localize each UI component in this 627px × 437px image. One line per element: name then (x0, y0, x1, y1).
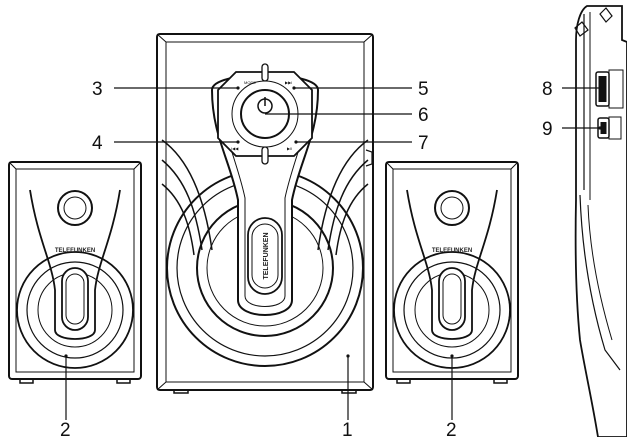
callout-3: 3 (92, 79, 103, 100)
subwoofer: TELEFUNKEN MODE ▶▶I I◀◀ ▶II (156, 33, 374, 394)
play-label: ▶II (287, 146, 292, 151)
satellite-right-brand: TELEFUNKEN (432, 248, 472, 254)
next-label: ▶▶I (285, 80, 292, 85)
prev-label: I◀◀ (231, 146, 239, 151)
subwoofer-brand-plate (247, 217, 283, 295)
callout-9: 9 (542, 119, 553, 140)
callout-4: 4 (92, 133, 103, 154)
subwoofer-brand-label: TELEFUNKEN (263, 232, 270, 279)
satellite-right-tweeter (434, 190, 470, 226)
callout-dots (64, 86, 602, 358)
callout-2-right: 2 (446, 420, 457, 437)
callout-5: 5 (418, 79, 429, 100)
satellite-left: TELEFUNKEN (8, 161, 142, 384)
satellite-left-tweeter (57, 190, 93, 226)
satellite-right: TELEFUNKEN (385, 161, 519, 384)
callout-1: 1 (342, 420, 353, 437)
bottom-indicator (261, 146, 269, 165)
callout-7: 7 (418, 133, 429, 154)
side-view-outline (574, 5, 627, 437)
callout-6: 6 (418, 105, 429, 126)
satellite-left-brand: TELEFUNKEN (55, 248, 95, 254)
satellite-left-woofer (16, 251, 134, 369)
callout-leaders (65, 87, 600, 420)
callout-8: 8 (542, 79, 553, 100)
callout-2-left: 2 (60, 420, 71, 437)
top-indicator (261, 63, 269, 82)
mode-label: MODE (244, 80, 256, 85)
side-view (574, 5, 627, 437)
control-panel: MODE ▶▶I I◀◀ ▶II (217, 63, 313, 165)
